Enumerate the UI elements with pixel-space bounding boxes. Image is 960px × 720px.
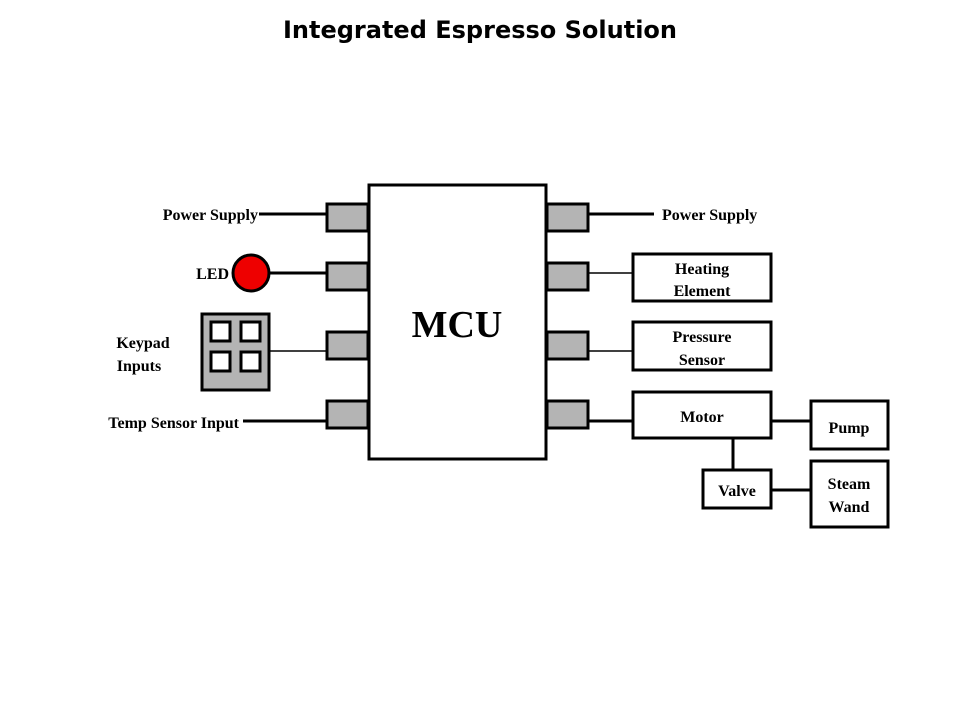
led-icon xyxy=(231,253,271,293)
temp-sensor-label: Temp Sensor Input xyxy=(108,415,239,432)
mcu-pin-right-2 xyxy=(545,261,590,292)
led-label: LED xyxy=(196,266,229,283)
mcu-pin-left-1 xyxy=(325,202,370,233)
steam-wand-box xyxy=(809,459,890,529)
valve-box xyxy=(701,468,773,510)
pump-box xyxy=(809,399,890,451)
heating-label-line1: Heating xyxy=(675,261,729,278)
mcu-pin-left-3 xyxy=(325,330,370,361)
pressure-label-line1: Pressure xyxy=(673,329,732,346)
mcu-block xyxy=(367,183,548,461)
motor-box xyxy=(631,390,773,440)
steam-label-line1: Steam xyxy=(828,476,871,493)
pressure-label-line2: Sensor xyxy=(679,352,725,369)
power-supply-left-label: Power Supply xyxy=(163,207,258,224)
keypad-label-line1: Keypad xyxy=(116,335,169,352)
pressure-sensor-box xyxy=(631,320,773,372)
mcu-pin-left-4 xyxy=(325,399,370,430)
power-supply-right-label: Power Supply xyxy=(662,207,757,224)
mcu-pin-left-2 xyxy=(325,261,370,292)
keypad-icon xyxy=(200,312,271,392)
motor-label: Motor xyxy=(680,409,724,426)
mcu-pin-right-3 xyxy=(545,330,590,361)
mcu-pin-right-4 xyxy=(545,399,590,430)
valve-label: Valve xyxy=(718,483,756,500)
keypad-label-line2: Inputs xyxy=(117,358,161,375)
heating-element-box xyxy=(631,252,773,303)
heating-label-line2: Element xyxy=(674,283,732,300)
mcu-label: MCU xyxy=(412,304,503,346)
pump-label: Pump xyxy=(829,420,870,437)
mcu-pin-right-1 xyxy=(545,202,590,233)
page-title: Integrated Espresso Solution xyxy=(282,16,677,44)
steam-label-line2: Wand xyxy=(829,499,870,516)
